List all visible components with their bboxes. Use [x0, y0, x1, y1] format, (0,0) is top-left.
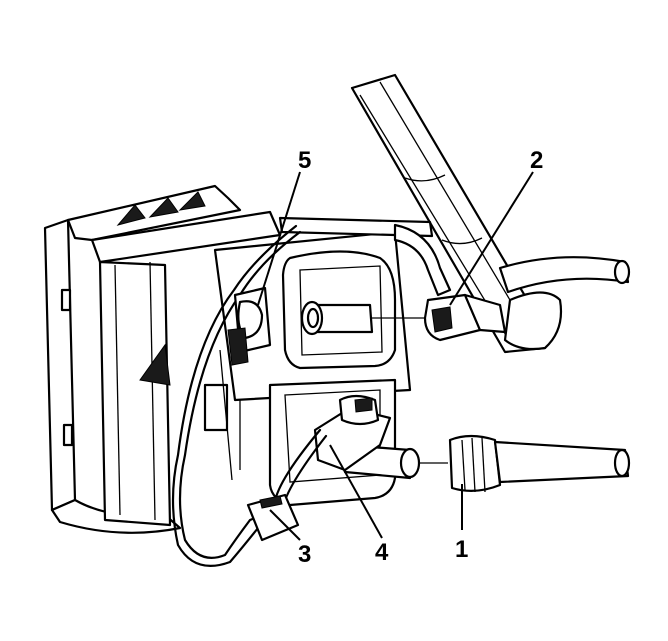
harness-connector-upper	[227, 286, 272, 366]
callout-5: 5	[298, 147, 311, 174]
callout-4: 4	[375, 539, 389, 566]
canister-bracket	[43, 184, 282, 534]
rear-tubes	[278, 216, 452, 297]
vent-hose-quick-connector	[423, 293, 507, 342]
fuel-vapor-hose-connector	[448, 434, 631, 493]
upper-canister-port	[300, 300, 428, 336]
callout-3: 3	[298, 541, 311, 568]
leader-line-4	[329, 444, 383, 539]
callout-1: 1	[455, 536, 468, 563]
leader-line-3	[269, 509, 301, 541]
harness-connector-lower	[246, 493, 300, 542]
purge-valve-assembly	[313, 394, 392, 472]
leader-line-2	[449, 171, 534, 306]
upper-right-hose	[498, 256, 631, 294]
diagonal-vent-hose	[350, 73, 563, 354]
leader-line-5	[257, 171, 301, 306]
callout-2: 2	[530, 147, 543, 174]
